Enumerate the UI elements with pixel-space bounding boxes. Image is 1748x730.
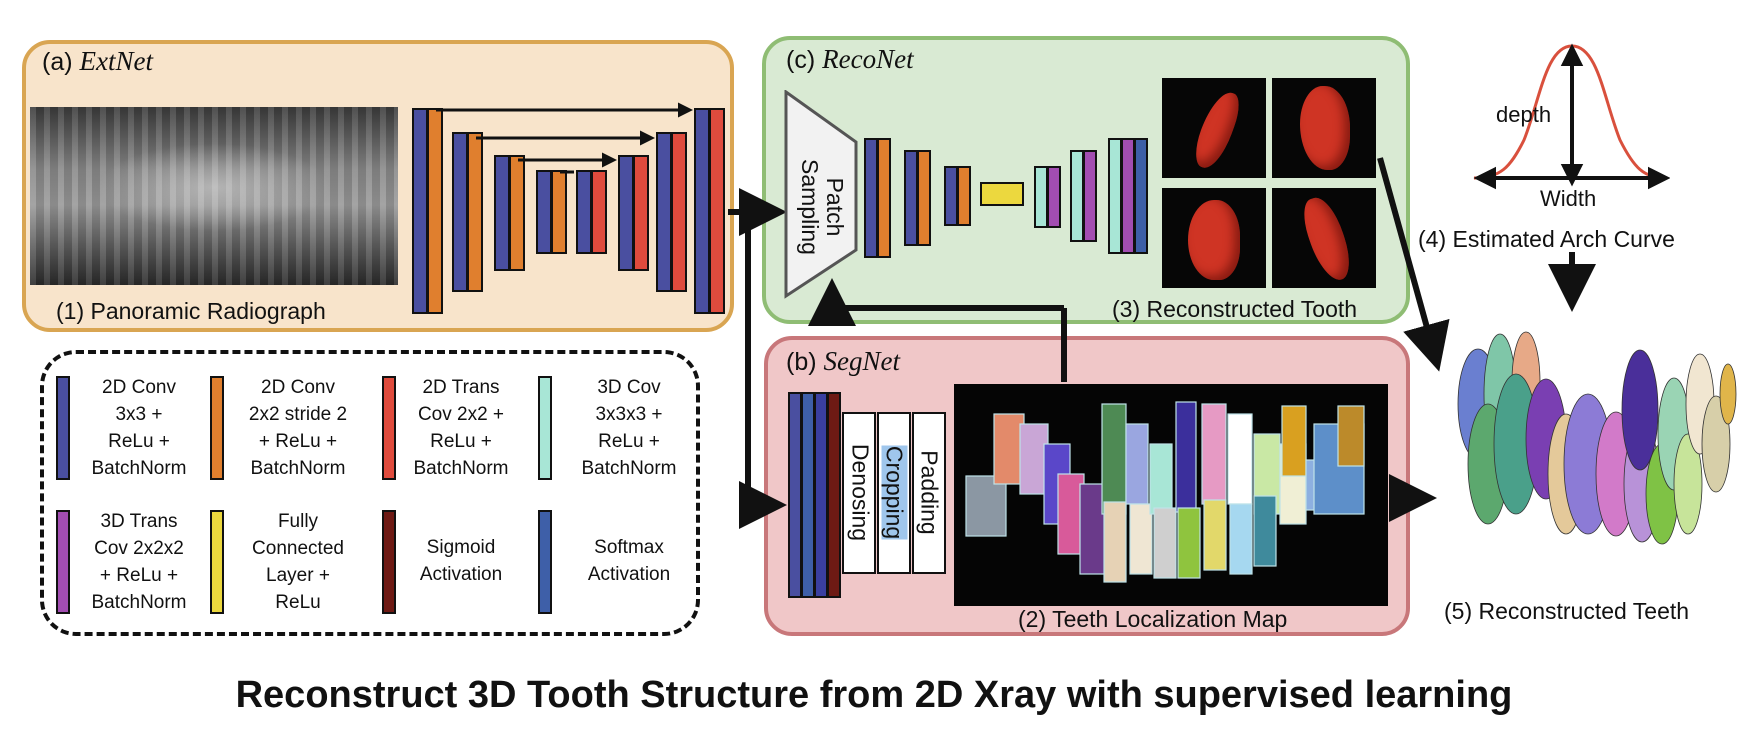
legend-label-2d-trans-conv: 2D Trans Cov 2x2 + ReLu + BatchNorm [413,377,509,479]
legend-swatch-2d-trans-conv [382,376,396,480]
unet-bar [671,132,687,292]
cropping-label: Cropping [881,433,908,553]
legend-label-3d-trans-conv: 3D Trans Cov 2x2x2 + ReLu + BatchNorm [91,511,187,613]
extnet-name: ExtNet [79,46,153,76]
localization-caption: (2) Teeth Localization Map [1018,606,1288,632]
legend-swatch-fully-connected [210,510,224,614]
extnet-title: (a) ExtNet [42,46,153,77]
reconstructed-tooth-image-3 [1162,188,1266,288]
reconstructed-tooth-image-1 [1162,78,1266,178]
reconstructed-teeth-caption: (5) Reconstructed Teeth [1444,598,1690,624]
depth-label: depth [1496,102,1552,127]
reconet-bar [1121,138,1135,254]
panoramic-radiograph-image [30,107,398,285]
reconet-bar [864,138,878,258]
reconet-bar [1034,166,1048,228]
reconet-bar [1070,150,1084,242]
reconet-bar [957,166,971,226]
patch-sampling-line1: Patch [822,177,848,237]
denoising-step [842,412,876,574]
segnet-prefix: (b) [786,348,817,376]
reconet-bar [904,150,918,246]
legend-label-2d-conv-stride: 2D Conv 2x2 stride 2 + ReLu + BatchNorm [248,377,348,479]
cropping-label-text: Cropping [881,445,908,540]
reconet-bar [1047,166,1061,228]
legend-label-fully-connected: Fully Connected Layer + ReLu [252,511,344,613]
legend-box [40,350,700,636]
segnet-bar [788,392,802,598]
reconet-name: RecoNet [822,44,914,74]
width-label: Width [1540,186,1597,211]
arch-curve-caption: (4) Estimated Arch Curve [1418,226,1675,252]
reconstructed-tooth-caption: (3) Reconstructed Tooth [1112,296,1358,322]
reconet-bar [1134,138,1148,254]
reconet-title: (c) RecoNet [786,44,914,75]
reconet-bar [877,138,891,258]
denoising-label: Denosing [847,443,874,542]
segnet-bar [814,392,828,598]
legend-swatch-3d-conv [538,376,552,480]
segnet-bar [827,392,841,598]
legend-swatch-3d-trans-conv [56,510,70,614]
unet-bar [633,155,649,271]
legend-label-2d-conv: 2D Conv 3x3 + ReLu + BatchNorm [91,377,187,479]
unet-bar [467,132,483,292]
unet-bar [709,108,725,314]
reconstructed-tooth-image-2 [1272,78,1376,178]
legend-swatch-softmax [538,510,552,614]
panoramic-caption: (1) Panoramic Radiograph [56,298,326,324]
unet-bar [509,155,525,271]
padding-label: Padding [916,450,943,535]
reconet-bar [917,150,931,246]
legend-label-sigmoid: Sigmoid Activation [419,537,503,585]
patch-sampling-label: Patch Sampling [797,147,848,267]
segnet-name: SegNet [823,346,900,376]
unet-bar [591,170,607,254]
figure-title: Reconstruct 3D Tooth Structure from 2D X… [235,674,1513,716]
patch-sampling-block [784,90,858,299]
reconet-prefix: (c) [786,46,816,74]
reconstructed-tooth-image-4 [1272,188,1376,288]
padding-step [912,412,946,574]
legend-label-softmax: Softmax Activation [587,537,671,585]
teeth-localization-map [954,384,1388,606]
reconet-bar [1083,150,1097,242]
reconstructed-teeth-model [1457,331,1737,545]
unet-bar [551,170,567,254]
legend-swatch-2d-conv [56,376,70,480]
reconet-fc-layer [980,182,1024,206]
segnet-bar [801,392,815,598]
reconet-bar [944,166,958,226]
arch-curve-diagram [1473,43,1670,190]
extnet-prefix: (a) [42,48,73,76]
legend-swatch-2d-conv-stride [210,376,224,480]
localization-segments [965,401,1365,583]
legend-label-3d-conv: 3D Cov 3x3x3 + ReLu + BatchNorm [581,377,677,479]
legend-swatch-sigmoid [382,510,396,614]
reconet-bar [1108,138,1122,254]
patch-sampling-line2: Sampling [797,159,823,255]
unet-bar [427,108,443,314]
segnet-title: (b) SegNet [786,346,900,377]
